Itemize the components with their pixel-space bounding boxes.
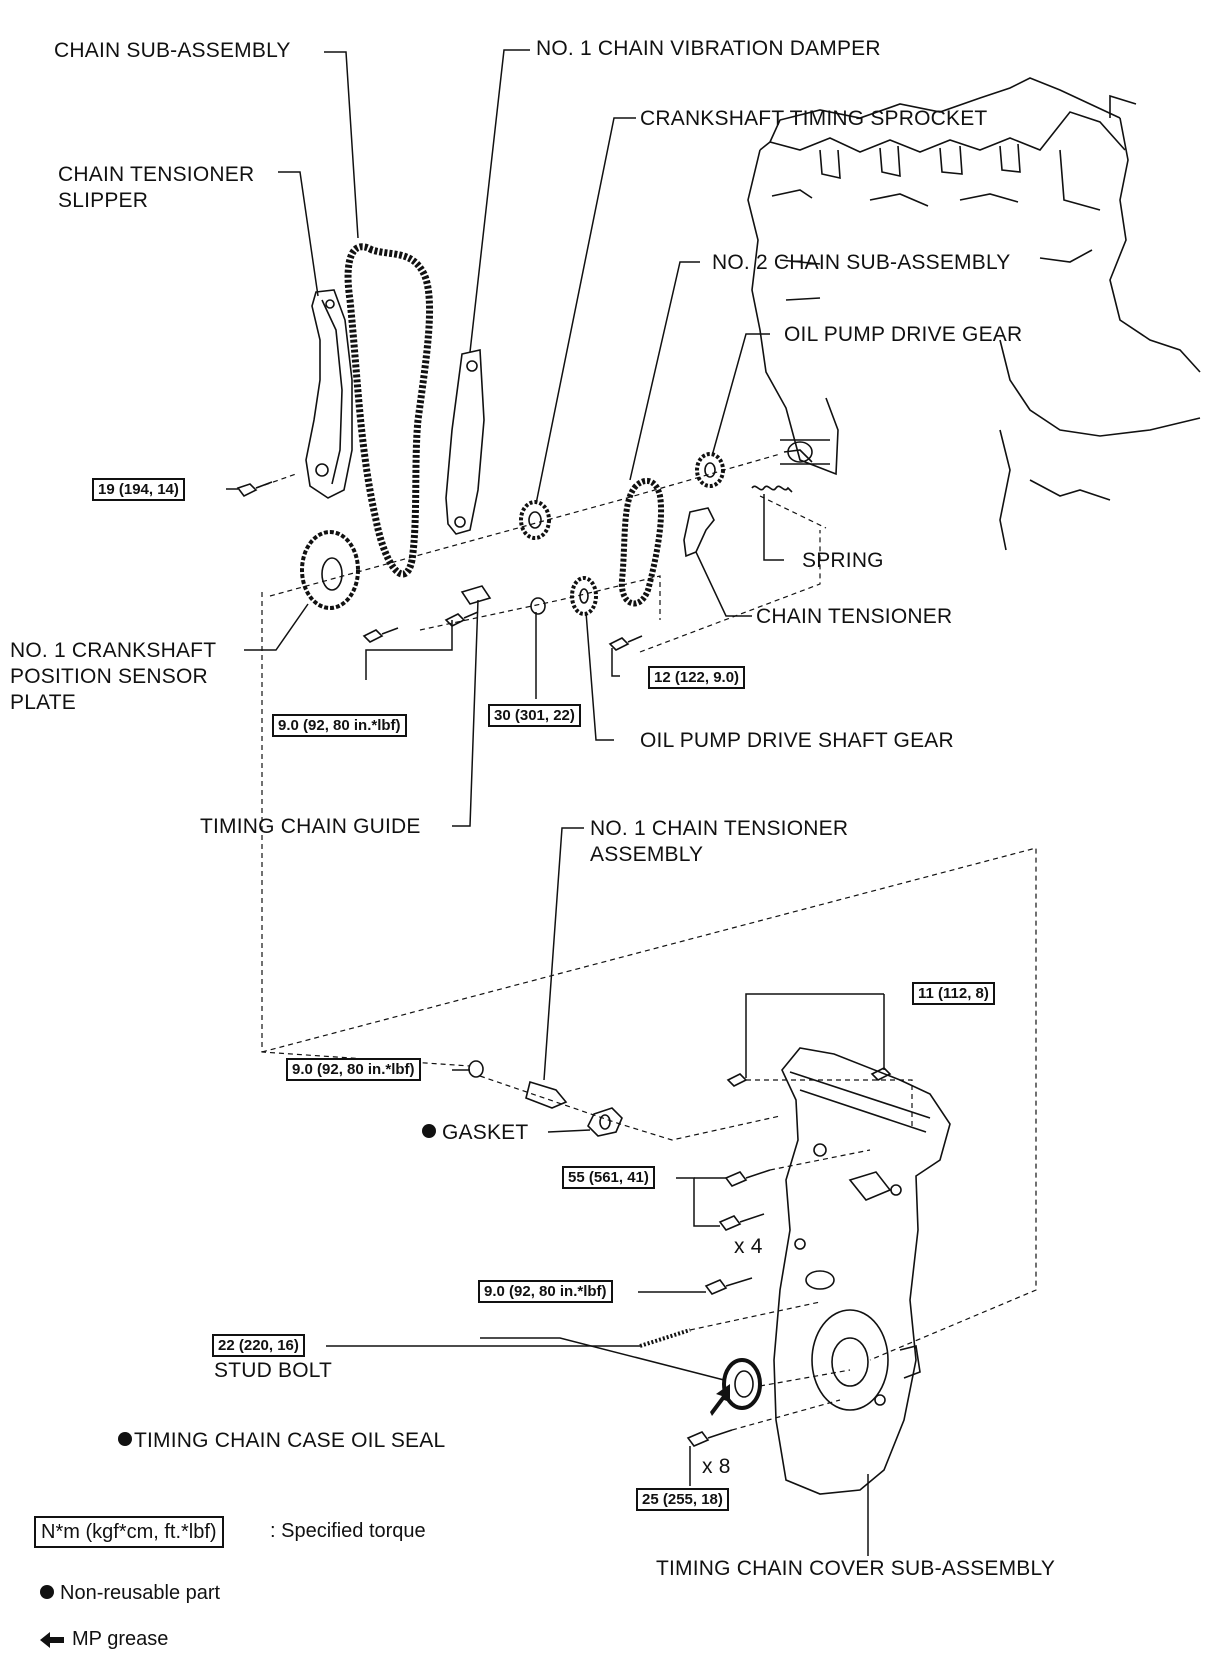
crankshaft-timing-sprocket-drawing — [519, 500, 551, 540]
gasket-text: GASKET — [442, 1121, 529, 1144]
chain-tensioner-slipper-drawing — [305, 289, 353, 499]
timing-chain-case-oil-seal-drawing — [722, 1358, 762, 1410]
leader-lines — [226, 49, 885, 1556]
label-no1-chain-vibration-damper: NO. 1 CHAIN VIBRATION DAMPER — [536, 37, 881, 60]
label-no1-chain-tensioner-assembly: NO. 1 CHAIN TENSIONER ASSEMBLY — [590, 817, 849, 866]
label-x4: x 4 — [734, 1235, 763, 1258]
label-timing-chain-case-oil-seal: TIMING CHAIN CASE OIL SEAL — [118, 1428, 445, 1454]
label-oil-pump-drive-gear: OIL PUMP DRIVE GEAR — [784, 323, 1023, 346]
chain-sub-assembly-drawing — [344, 243, 434, 578]
upper-bolts-drawing — [236, 481, 643, 651]
non-reusable-dot-icon — [118, 1432, 132, 1447]
label-timing-chain-guide: TIMING CHAIN GUIDE — [200, 815, 421, 838]
torque-cover-bolt-9: 9.0 (92, 80 in.*lbf) — [478, 1280, 613, 1303]
oil-seal-text: TIMING CHAIN CASE OIL SEAL — [134, 1429, 446, 1452]
mp-grease-arrow-icon — [710, 1384, 730, 1416]
torque-cover-bolts-55: 55 (561, 41) — [562, 1166, 655, 1189]
engine-block-outline — [747, 77, 1201, 551]
oil-pump-drive-shaft-gear-drawing — [570, 576, 598, 616]
torque-slipper-bolt: 19 (194, 14) — [92, 478, 185, 501]
chain-tensioner-drawing — [683, 507, 715, 558]
torque-sprocket-nut: 30 (301, 22) — [488, 704, 581, 727]
label-spring: SPRING — [802, 549, 884, 572]
legend-torque-box: N*m (kgf*cm, ft.*lbf) — [34, 1516, 224, 1548]
label-chain-sub-assembly: CHAIN SUB-ASSEMBLY — [54, 39, 291, 62]
gasket-drawing — [587, 1107, 623, 1137]
label-gasket: GASKET — [422, 1120, 528, 1146]
spring-drawing — [751, 485, 793, 493]
timing-chain-cover-drawing — [773, 1047, 951, 1495]
label-oil-pump-drive-shaft-gear: OIL PUMP DRIVE SHAFT GEAR — [640, 729, 954, 752]
torque-cover-bolts-25: 25 (255, 18) — [636, 1488, 729, 1511]
chain-vibration-damper-drawing — [445, 349, 485, 535]
label-crankshaft-timing-sprocket: CRANKSHAFT TIMING SPROCKET — [640, 107, 988, 130]
torque-cover-nuts: 11 (112, 8) — [912, 982, 995, 1005]
legend-mp-grease: MP grease — [40, 1626, 168, 1652]
label-stud-bolt: STUD BOLT — [214, 1359, 333, 1382]
non-reusable-dot-icon — [422, 1124, 436, 1139]
torque-guide-bolts: 9.0 (92, 80 in.*lbf) — [272, 714, 407, 737]
crankshaft-position-sensor-plate-drawing — [300, 530, 360, 610]
torque-tensioner-assy-nut: 9.0 (92, 80 in.*lbf) — [286, 1058, 421, 1081]
oil-pump-drive-gear-drawing — [695, 449, 813, 488]
torque-stud-bolt: 22 (220, 16) — [212, 1334, 305, 1357]
label-timing-chain-cover-sub-assembly: TIMING CHAIN COVER SUB-ASSEMBLY — [656, 1557, 1056, 1580]
non-reusable-dot-icon — [40, 1584, 54, 1599]
alignment-dashed-lines — [255, 453, 1037, 1431]
label-no2-chain-sub-assembly: NO. 2 CHAIN SUB-ASSEMBLY — [712, 251, 1011, 274]
mp-grease-arrow-icon — [40, 1631, 64, 1648]
label-x8: x 8 — [702, 1455, 731, 1478]
legend-mp-grease-text: MP grease — [72, 1628, 169, 1650]
legend-torque-desc: : Specified torque — [270, 1520, 426, 1542]
no2-chain-drawing — [618, 477, 665, 607]
legend-non-reusable: Non-reusable part — [40, 1580, 220, 1606]
label-chain-tensioner: CHAIN TENSIONER — [756, 605, 953, 628]
lower-bolts-drawing — [639, 1067, 892, 1447]
torque-tensioner-bolt: 12 (122, 9.0) — [648, 666, 746, 689]
label-chain-tensioner-slipper: CHAIN TENSIONER SLIPPER — [58, 163, 255, 212]
legend-non-reusable-text: Non-reusable part — [60, 1582, 221, 1604]
label-no1-crankshaft-position-sensor-plate: NO. 1 CRANKSHAFT POSITION SENSOR PLATE — [10, 639, 217, 714]
no1-chain-tensioner-assembly-drawing — [468, 1060, 568, 1109]
